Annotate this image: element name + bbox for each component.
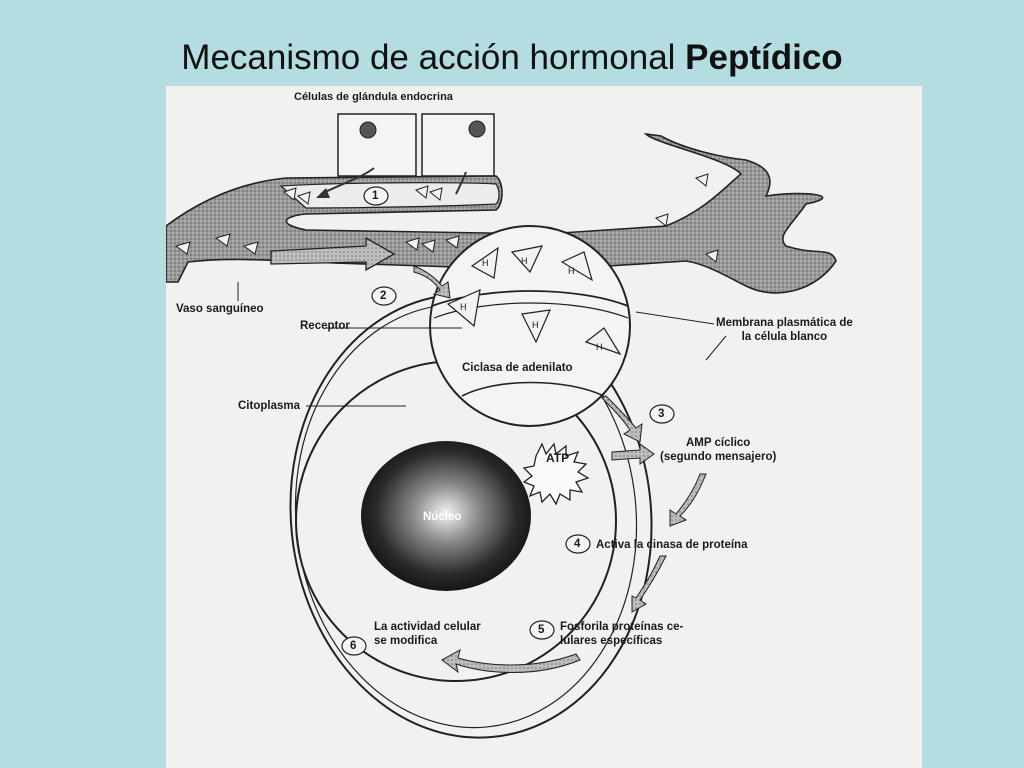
arrow-6 (441, 649, 581, 674)
atp-burst (522, 442, 590, 506)
flow-arrow (270, 236, 396, 272)
label-receptor: Receptor (300, 320, 350, 332)
label-cyclase: Ciclasa de adenilato (462, 362, 573, 374)
gland-cell-nucleus-right (468, 120, 486, 138)
label-phosph: Fosforila proteínas ce- lulares específi… (560, 621, 684, 647)
label-camp: AMP cíclico (segundo mensajero) (660, 437, 777, 463)
diagram-figure: Células de glándula endocrina Vaso sangu… (166, 86, 922, 768)
step-4: 4 (574, 538, 581, 550)
gland-cell-nucleus-left (359, 121, 377, 139)
hormone-label: H (596, 342, 603, 352)
label-glands: Células de glándula endocrina (294, 91, 453, 103)
step-6: 6 (350, 640, 357, 652)
step-2: 2 (380, 290, 387, 302)
vessel-hormones (174, 173, 719, 263)
label-kinase: Activa la cinasa de proteína (596, 539, 748, 551)
label-cytoplasm: Citoplasma (238, 400, 300, 412)
magnified-hormones (446, 245, 622, 356)
label-activity: La actividad celular se modifica (374, 621, 481, 647)
label-nucleus: Núcleo (423, 511, 462, 523)
label-membrane: Membrana plasmática de la célula blanco (716, 317, 853, 343)
hormone-label: H (568, 266, 575, 276)
label-atp: ATP (546, 451, 570, 465)
gland-cells (337, 113, 495, 177)
arrow-3 (601, 395, 643, 443)
step-3: 3 (658, 408, 665, 420)
step-5: 5 (538, 624, 545, 636)
label-vessel: Vaso sanguíneo (176, 303, 264, 315)
nucleus (361, 441, 531, 591)
diagram-svg (166, 113, 837, 739)
title-main: Mecanismo de acción hormonal (181, 38, 676, 77)
step-1: 1 (372, 190, 379, 202)
hormone-label: H (482, 258, 489, 268)
slide-title: Mecanismo de acción hormonal Peptídico (0, 38, 1024, 78)
hormone-label: H (532, 320, 539, 330)
arrow-4 (669, 473, 707, 527)
title-bold: Peptídico (685, 38, 843, 77)
gland-cell-left (337, 113, 417, 177)
arrow-5 (631, 555, 667, 613)
hormone-label: H (460, 302, 467, 312)
arrow-atp (611, 443, 655, 465)
hormone-label: H (521, 256, 528, 266)
